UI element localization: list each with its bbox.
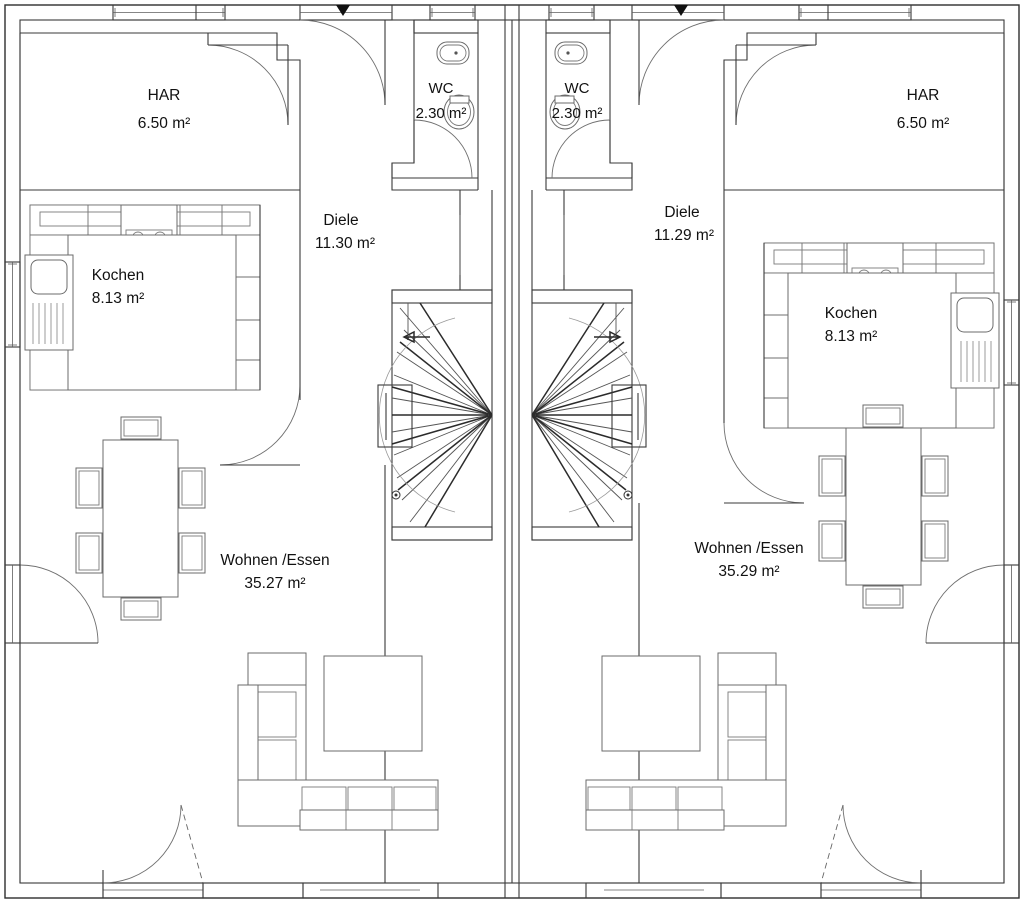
right-har-door[interactable] — [735, 33, 817, 126]
chair-icon — [818, 520, 846, 562]
coffee-table-icon — [323, 655, 423, 752]
room-label-left-kochen-area: 8.13 m² — [92, 290, 145, 307]
room-label-left-wohnen-area: 35.27 m² — [244, 575, 305, 592]
right-unit — [519, 19, 1020, 899]
party-wall — [504, 4, 520, 899]
right-wc-room — [545, 19, 633, 191]
entrance-arrow-icon-right — [674, 5, 688, 16]
room-labels: HAR 6.50 m² Kochen 8.13 m² Diele 11.30 m… — [92, 80, 950, 592]
room-label-right-kochen-area: 8.13 m² — [825, 328, 878, 345]
right-diele-walls — [531, 190, 565, 290]
room-label-right-diele-name: Diele — [664, 204, 699, 221]
right-entry-door[interactable] — [638, 19, 725, 106]
left-kitchen-door[interactable] — [219, 384, 301, 466]
right-staircase — [531, 289, 647, 541]
left-kitchen — [24, 190, 301, 391]
sectional-sofa-icon — [237, 652, 439, 831]
room-label-right-diele-area: 11.29 m² — [654, 227, 714, 244]
toilet-icon — [443, 94, 475, 130]
right-kitchen — [763, 242, 1000, 429]
top-wall-openings — [112, 4, 912, 21]
right-har-walls — [723, 32, 1005, 191]
left-entry-door[interactable] — [299, 19, 386, 106]
room-label-left-wohnen-name: Wohnen /Essen — [220, 552, 329, 569]
sink-icon — [24, 254, 74, 351]
washbasin-icon — [436, 41, 470, 65]
room-label-left-wc-name: WC — [429, 80, 454, 97]
sectional-sofa-icon — [585, 652, 787, 831]
room-label-right-har-area: 6.50 m² — [897, 115, 950, 132]
stair-direction-arrow-left — [402, 330, 430, 344]
right-bottom-openings — [585, 804, 922, 899]
chair-icon — [75, 467, 103, 509]
stair-direction-arrow-right — [594, 330, 622, 344]
coffee-table-icon — [601, 655, 701, 752]
room-label-left-har-area: 6.50 m² — [138, 115, 191, 132]
chair-icon — [862, 585, 904, 609]
left-wc-door[interactable] — [413, 119, 473, 179]
dining-table-icon — [102, 439, 179, 598]
left-har-walls — [19, 32, 301, 191]
right-kitchen-door[interactable] — [723, 422, 805, 504]
chair-icon — [818, 455, 846, 497]
chair-icon — [921, 455, 949, 497]
right-dining-set — [818, 404, 949, 609]
room-label-right-wc-name: WC — [565, 80, 590, 97]
right-terrace-door[interactable] — [925, 564, 1020, 644]
chair-icon — [178, 467, 206, 509]
right-kitchen-window — [1003, 299, 1020, 386]
chair-icon — [75, 532, 103, 574]
left-diele-walls — [459, 190, 493, 290]
left-unit — [4, 19, 505, 899]
chair-icon — [120, 597, 162, 621]
room-label-right-kochen-name: Kochen — [825, 305, 878, 322]
room-label-left-kochen-name: Kochen — [92, 267, 145, 284]
room-label-left-har-name: HAR — [148, 87, 181, 104]
left-lounge-set — [237, 652, 439, 831]
toilet-icon — [549, 94, 581, 130]
entrance-arrow-icon-left — [336, 5, 350, 16]
room-label-left-diele-area: 11.30 m² — [315, 235, 375, 252]
left-kitchen-window — [4, 261, 21, 348]
right-wc-door[interactable] — [551, 119, 611, 179]
room-label-right-wohnen-area: 35.29 m² — [718, 563, 779, 580]
washbasin-icon — [554, 41, 588, 65]
chair-icon — [120, 416, 162, 440]
room-label-right-wc-area: 2.30 m² — [552, 105, 603, 122]
right-lounge-set — [585, 652, 787, 831]
room-label-right-har-name: HAR — [907, 87, 940, 104]
room-label-left-diele-name: Diele — [323, 212, 358, 229]
left-bottom-openings — [102, 804, 439, 899]
sink-icon — [950, 292, 1000, 389]
chair-icon — [178, 532, 206, 574]
left-har-door[interactable] — [207, 33, 289, 126]
left-staircase — [377, 289, 493, 541]
room-label-left-wc-area: 2.30 m² — [416, 105, 467, 122]
left-dining-set — [75, 416, 206, 621]
left-wc-room — [391, 19, 479, 191]
dining-table-icon — [845, 427, 922, 586]
left-terrace-door[interactable] — [4, 564, 99, 644]
room-label-right-wohnen-name: Wohnen /Essen — [694, 540, 803, 557]
chair-icon — [862, 404, 904, 428]
chair-icon — [921, 520, 949, 562]
